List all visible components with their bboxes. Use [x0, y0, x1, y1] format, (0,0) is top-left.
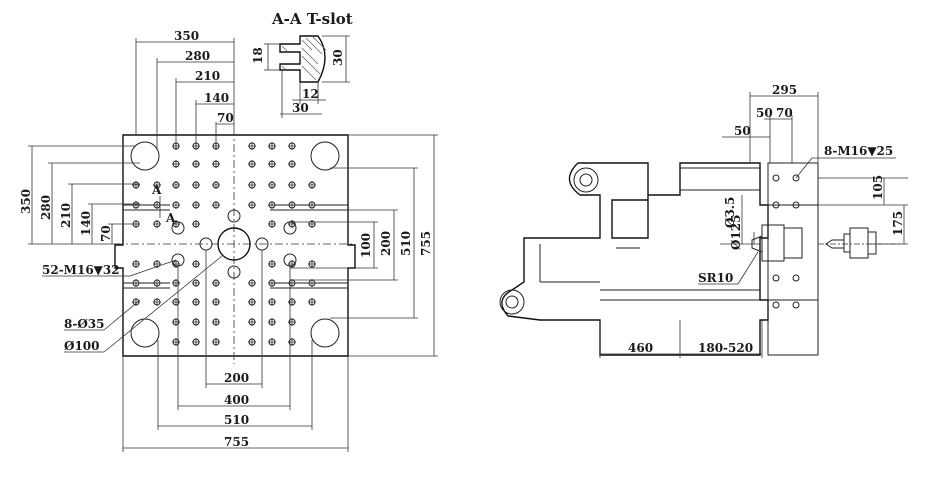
front-bottom-dims: 200 400 510 755 [122, 250, 349, 452]
side-callouts: 8-M16▼25 Ø125 Ø3.5 SR10 [698, 144, 896, 285]
dim-side-295: 295 [772, 83, 797, 97]
front-view: A A 350 280 210 140 70 [19, 29, 438, 452]
injection-nozzle [818, 227, 900, 259]
side-bottom-dims: 460 180-520 [599, 320, 763, 358]
tslot-detail: 18 30 12 30 [251, 35, 350, 118]
front-right-dims: 100 200 510 755 [290, 134, 438, 357]
dim-bottom-755: 755 [224, 435, 249, 449]
side-platen-holes [772, 174, 800, 309]
tslot-lines [123, 204, 348, 289]
side-view: 295 50 70 50 105 175 8-M16▼25 Ø125 [499, 83, 908, 358]
dim-left-280: 280 [39, 195, 53, 220]
tslot-dim-width: 18 [251, 47, 265, 64]
side-platen [767, 162, 819, 356]
dim-top-210: 210 [195, 69, 220, 83]
dim-right-755: 755 [419, 231, 433, 256]
front-callouts: 52-M16▼32 8-Ø35 Ø100 [42, 255, 223, 353]
dim-left-140: 140 [79, 211, 93, 236]
dim-side-105: 105 [871, 175, 885, 200]
callout-bolt-holes: 8-Ø35 [64, 317, 104, 331]
dim-top-70: 70 [217, 111, 234, 125]
dim-left-70: 70 [99, 225, 113, 242]
callout-side-dia125: Ø125 [729, 214, 743, 250]
section-mark-bottom: A [165, 211, 176, 225]
locating-ring [761, 224, 785, 262]
dim-side-70: 70 [776, 106, 793, 120]
dim-bottom-200: 200 [224, 371, 249, 385]
dim-left-350: 350 [19, 189, 33, 214]
tslot-hatch [281, 35, 327, 81]
callout-center-hole: Ø100 [64, 339, 100, 353]
side-body [501, 162, 769, 356]
side-right-dims: 105 175 [818, 175, 908, 245]
corner-bolt-holes [130, 141, 340, 348]
dim-top-350: 350 [174, 29, 199, 43]
callout-side-sr10: SR10 [698, 271, 733, 285]
dim-side-50-top: 50 [756, 106, 773, 120]
dim-right-510: 510 [399, 231, 413, 256]
tslot-dim-depth: 12 [302, 87, 319, 101]
drawing-title: A-A T-slot [271, 10, 353, 28]
front-top-dims: 350 280 210 140 70 [135, 29, 235, 150]
front-left-dims: 350 280 210 140 70 [19, 145, 140, 245]
dim-bottom-400: 400 [224, 393, 249, 407]
callout-side-tapped: 8-M16▼25 [824, 144, 893, 158]
dim-side-50-left: 50 [734, 124, 751, 138]
dim-side-460: 460 [628, 341, 653, 355]
dim-right-200: 200 [379, 231, 393, 256]
dim-top-140: 140 [204, 91, 229, 105]
dim-bottom-510: 510 [224, 413, 249, 427]
center-hole [217, 227, 251, 261]
callout-tapped-holes: 52-M16▼32 [42, 263, 120, 277]
dim-side-175: 175 [891, 211, 905, 236]
tslot-dim-height: 30 [331, 49, 345, 66]
dim-side-180-520: 180-520 [698, 341, 753, 355]
tslot-dim-overall: 30 [292, 101, 309, 115]
dim-right-100: 100 [359, 233, 373, 258]
section-mark-top: A [151, 183, 162, 197]
dim-left-210: 210 [59, 203, 73, 228]
dim-top-280: 280 [185, 49, 210, 63]
side-top-dims: 295 50 70 50 [722, 83, 819, 163]
callout-side-dia35: Ø3.5 [723, 197, 737, 228]
